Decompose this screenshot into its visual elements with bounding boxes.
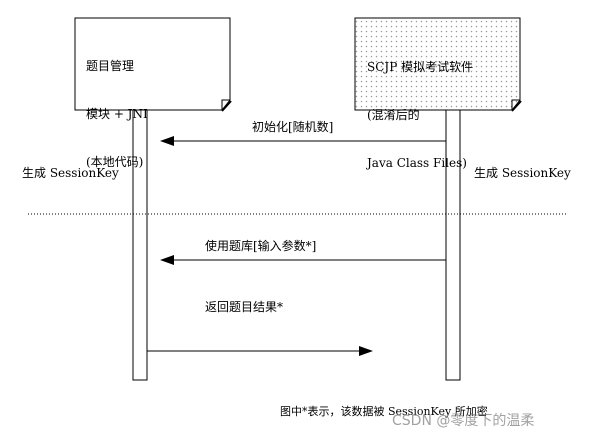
left-side-label: 生成 SessionKey bbox=[22, 166, 119, 180]
left-line-3: (本地代码) bbox=[86, 155, 144, 169]
left-participant-text: 题目管理 模块 + JNI (本地代码) bbox=[86, 26, 148, 186]
right-line-1: SCJP 模拟考试软件 bbox=[367, 60, 474, 74]
right-line-2: (混淆后的 bbox=[367, 108, 420, 122]
left-participant-box bbox=[74, 17, 232, 112]
right-line-3: Java Class Files) bbox=[367, 156, 467, 170]
use-message-label: 使用题库[输入参数*] bbox=[205, 239, 317, 253]
left-line-1: 题目管理 bbox=[86, 59, 135, 73]
use-arrow bbox=[160, 255, 446, 265]
return-arrow bbox=[147, 346, 373, 356]
csdn-watermark: CSDN @零度下的温柔 bbox=[392, 413, 535, 429]
right-participant-text: SCJP 模拟考试软件 (混淆后的 Java Class Files) bbox=[367, 27, 473, 187]
init-arrow bbox=[160, 136, 446, 146]
init-message-label: 初始化[随机数] bbox=[252, 120, 334, 134]
return-message-label: 返回题目结果* bbox=[205, 300, 284, 314]
right-side-label: 生成 SessionKey bbox=[474, 166, 571, 180]
right-participant-box bbox=[354, 17, 522, 112]
diagram-caption: 图中*表示，该数据被 SessionKey 所加密 bbox=[280, 405, 488, 418]
left-line-2: 模块 + JNI bbox=[86, 107, 148, 121]
